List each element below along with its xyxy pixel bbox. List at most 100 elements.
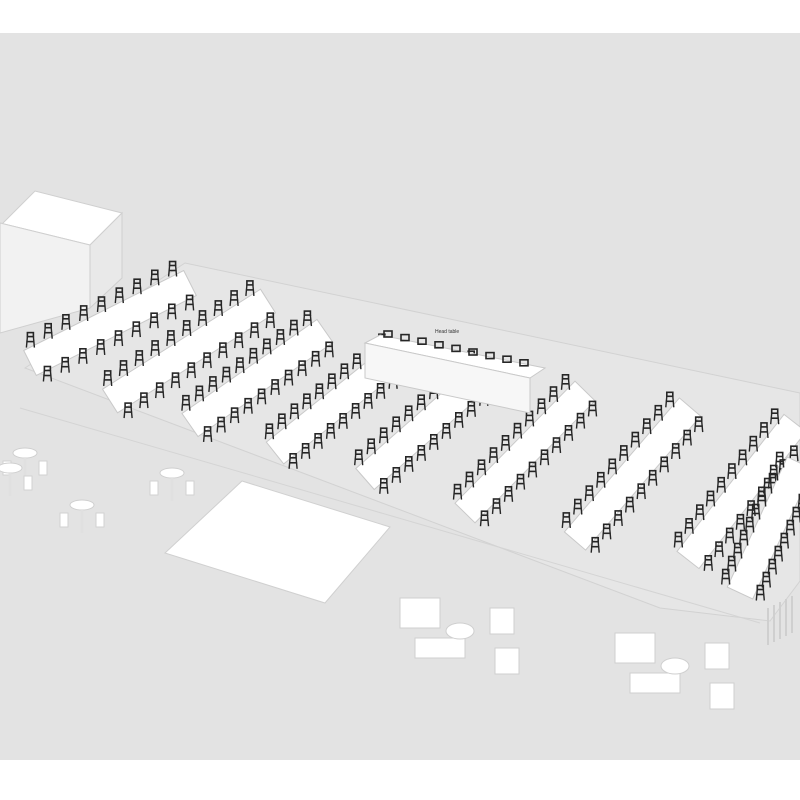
folding-chair — [310, 350, 321, 367]
chair-back — [328, 373, 336, 380]
folding-chair — [770, 408, 780, 425]
chair-back — [155, 382, 164, 388]
chair-back — [717, 476, 726, 483]
chair-back — [222, 366, 231, 373]
banquet-row — [452, 373, 598, 527]
folding-chair — [363, 392, 373, 409]
event-layout-scene[interactable]: Head table — [0, 33, 800, 760]
folding-chair — [512, 422, 523, 439]
folding-chair — [249, 322, 260, 339]
folding-chair — [607, 458, 617, 475]
3d-viewport[interactable]: Head table — [0, 33, 800, 760]
chair-back — [417, 394, 426, 401]
chair-back — [119, 360, 128, 366]
bar-stool — [23, 475, 33, 491]
head-table-label: Head table — [435, 329, 459, 335]
folding-chair — [327, 373, 337, 390]
chair-back — [168, 260, 177, 267]
cocktail-top — [69, 499, 95, 511]
armchair — [489, 607, 515, 635]
folding-chair — [379, 477, 389, 494]
chair-back — [614, 510, 623, 516]
chair-back — [115, 287, 124, 293]
folding-chair — [759, 422, 769, 438]
head-chair — [400, 333, 410, 342]
folding-chair — [391, 466, 401, 483]
fence-segment — [767, 596, 793, 645]
folding-chair — [584, 485, 594, 502]
chair-back — [290, 403, 299, 410]
folding-chair — [113, 330, 124, 347]
folding-chair — [270, 379, 280, 395]
chair-back — [290, 319, 298, 326]
head-chair — [383, 330, 393, 338]
chair-back — [602, 523, 611, 530]
chair-back — [540, 449, 549, 456]
bench — [414, 637, 466, 659]
armchair — [709, 682, 735, 710]
chair-back — [775, 451, 784, 458]
chair-back — [219, 342, 227, 348]
folding-chair — [245, 280, 255, 296]
chair-back — [303, 393, 311, 400]
chair-back — [451, 344, 461, 353]
chair-back — [417, 444, 426, 451]
chair-back — [619, 445, 628, 451]
folding-chair — [737, 449, 748, 466]
chair-back — [485, 351, 495, 360]
folding-chair — [182, 320, 192, 336]
folding-chair — [745, 516, 755, 533]
armchair — [704, 642, 730, 670]
chair-back — [739, 529, 748, 536]
folding-chair — [551, 437, 562, 454]
folding-chair — [682, 429, 692, 446]
folding-chair — [150, 269, 160, 286]
folding-chair — [155, 382, 165, 399]
chair-back — [230, 407, 239, 413]
chair-back — [367, 438, 376, 445]
chair-back — [762, 571, 771, 578]
folding-chair — [213, 300, 223, 316]
folding-chair — [186, 362, 196, 379]
folding-chair — [300, 442, 311, 459]
chair-back — [561, 373, 570, 380]
chair-back — [266, 312, 275, 318]
banquet-row — [721, 451, 800, 601]
banquet-row — [181, 310, 334, 442]
folding-chair — [167, 260, 178, 277]
chair-back — [674, 531, 683, 538]
folding-chair — [78, 347, 88, 364]
folding-chair — [748, 435, 758, 452]
lounge-group — [399, 597, 520, 675]
banquet-table — [563, 397, 702, 551]
folding-chair — [725, 527, 735, 544]
chair-back — [564, 424, 573, 431]
chair-back — [694, 416, 703, 422]
folding-chair — [767, 558, 777, 575]
folding-chair — [739, 529, 749, 546]
folding-chair — [561, 512, 571, 528]
chair-back — [185, 294, 194, 301]
chair-back — [749, 435, 758, 442]
banquet-table — [101, 288, 277, 414]
chair-back — [780, 532, 789, 539]
folding-chair — [416, 444, 426, 461]
folding-chair — [277, 413, 287, 430]
folding-chair — [60, 356, 70, 373]
chair-back — [230, 290, 238, 296]
cocktail-table — [0, 462, 33, 496]
chair-back — [770, 408, 779, 415]
chair-back — [519, 358, 529, 367]
folding-chair — [527, 461, 538, 478]
armchair — [494, 647, 520, 675]
head-chair — [451, 344, 461, 353]
chair-back — [537, 398, 546, 405]
folding-chair — [416, 394, 426, 411]
chair-back — [392, 466, 401, 473]
folding-chair — [714, 541, 724, 558]
folding-chair — [653, 404, 663, 421]
folding-chair — [229, 290, 239, 306]
chair-back — [151, 340, 159, 346]
chair-back — [631, 431, 640, 438]
cocktail-top — [159, 467, 185, 479]
